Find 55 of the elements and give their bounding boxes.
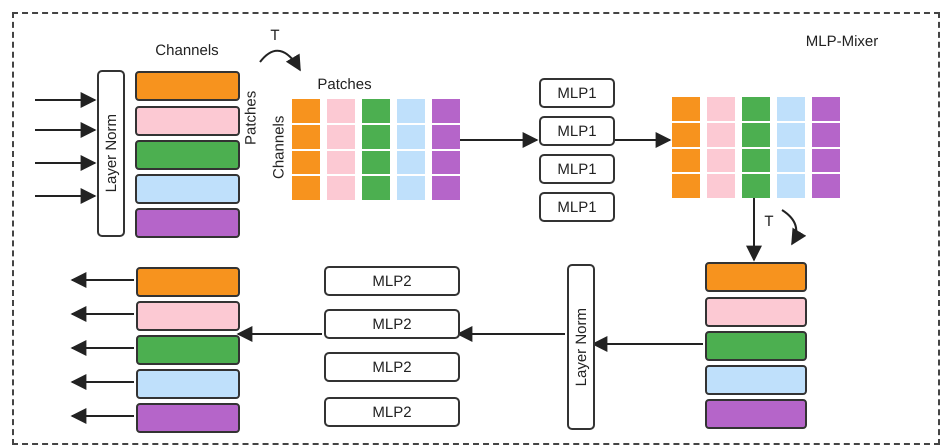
channel-bar	[705, 297, 807, 327]
axis-label: Channels	[154, 40, 220, 60]
channel-bar	[136, 335, 240, 365]
arrow	[613, 132, 672, 148]
patch-column	[362, 99, 390, 200]
channel-bar	[136, 301, 240, 331]
mlp-box: MLP2	[324, 309, 460, 339]
axis-label: Patches	[242, 89, 260, 147]
dashed-frame	[12, 12, 940, 445]
patch-column	[812, 97, 840, 198]
mlp-box: MLP1	[539, 78, 615, 108]
mlp-box: MLP1	[539, 154, 615, 184]
patch-column	[292, 99, 320, 200]
arrow	[460, 132, 539, 148]
channel-bar	[136, 403, 240, 433]
patch-column	[742, 97, 770, 198]
arrow	[35, 155, 97, 171]
patch-column	[777, 97, 805, 198]
arrow	[35, 188, 97, 204]
channel-bar	[705, 331, 807, 361]
mlp-box: MLP2	[324, 352, 460, 382]
mlp-box: MLP1	[539, 192, 615, 222]
channel-bar	[705, 365, 807, 395]
arrow	[35, 122, 97, 138]
channel-bar	[135, 71, 240, 101]
arrow	[70, 408, 134, 424]
channel-bar	[136, 369, 240, 399]
arrow	[70, 340, 134, 356]
arrow	[259, 50, 301, 72]
arrow	[236, 326, 322, 342]
mlp-box: MLP2	[324, 266, 460, 296]
arrow	[746, 196, 762, 262]
patch-column	[707, 97, 735, 198]
arrow	[70, 306, 134, 322]
channel-bar	[136, 267, 240, 297]
channel-bar	[705, 399, 807, 429]
layer-norm-box: Layer Norm	[567, 264, 595, 430]
axis-label: Patches	[316, 74, 373, 94]
patch-column	[672, 97, 700, 198]
patch-column	[397, 99, 425, 200]
axis-label: Channels	[270, 114, 288, 181]
layer-norm-box: Layer Norm	[97, 70, 125, 237]
arrow	[35, 92, 97, 108]
frame-title: MLP-Mixer	[804, 32, 880, 52]
mlp-box: MLP2	[324, 397, 460, 427]
channel-bar	[135, 208, 240, 238]
patch-column	[432, 99, 460, 200]
channel-bar	[135, 106, 240, 136]
channel-bar	[135, 174, 240, 204]
channel-bar	[135, 140, 240, 170]
patch-column	[327, 99, 355, 200]
arrow	[70, 374, 134, 390]
mlp-box: MLP1	[539, 116, 615, 146]
channel-bar	[705, 262, 807, 292]
arrow	[70, 272, 134, 288]
